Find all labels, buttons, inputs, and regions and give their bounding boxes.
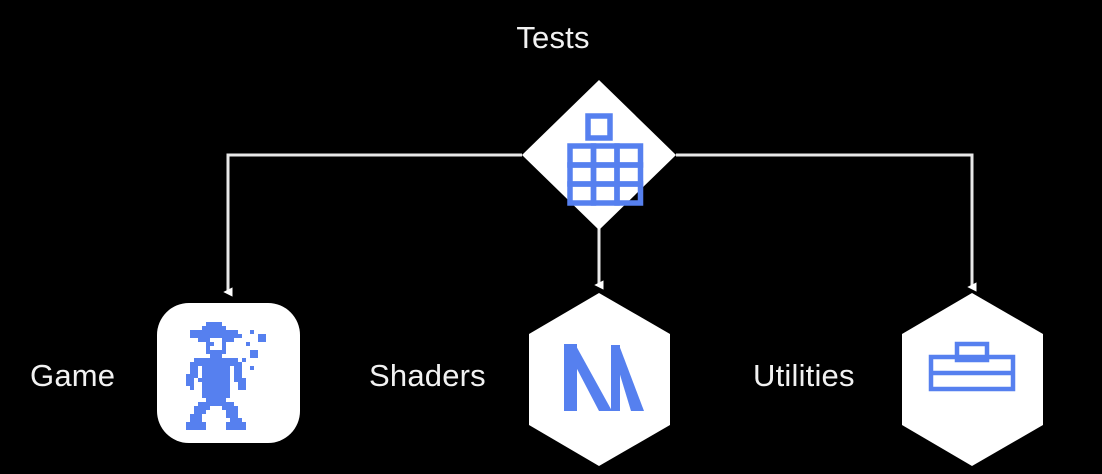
page-title: Tests bbox=[516, 20, 590, 55]
node-utilities[interactable] bbox=[902, 293, 1043, 466]
node-shaders[interactable] bbox=[529, 293, 670, 466]
edge-tests-to-utilities bbox=[676, 153, 977, 292]
node-tests[interactable] bbox=[522, 80, 676, 230]
test-grid-icon bbox=[567, 113, 644, 206]
node-label-utilities: Utilities bbox=[753, 358, 855, 393]
node-label-game: Game bbox=[30, 358, 116, 393]
utilities-hexagon-shape bbox=[902, 293, 1043, 466]
edge-tests-to-game bbox=[223, 153, 522, 297]
metal-m-icon bbox=[564, 344, 644, 411]
tests-diamond-shape bbox=[522, 80, 676, 230]
edge-group bbox=[223, 153, 977, 297]
toolbox-icon bbox=[928, 341, 1016, 392]
node-game[interactable] bbox=[157, 303, 300, 443]
shaders-hexagon-shape bbox=[529, 293, 670, 466]
pixel-robot-icon bbox=[186, 322, 266, 430]
node-label-shaders: Shaders bbox=[369, 358, 486, 393]
